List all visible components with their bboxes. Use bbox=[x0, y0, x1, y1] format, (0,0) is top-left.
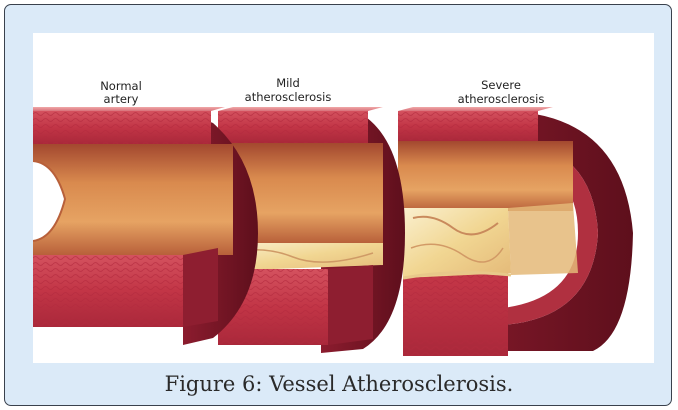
label-normal-line2: artery bbox=[104, 92, 139, 106]
normal-artery-section bbox=[33, 107, 258, 345]
label-normal-line1: Normal bbox=[100, 79, 142, 93]
figure-frame: Normal artery Mild atherosclerosis Sever… bbox=[4, 4, 672, 406]
label-severe-line1: Severe bbox=[481, 78, 521, 92]
label-mild-line1: Mild bbox=[276, 76, 300, 90]
figure-caption: Figure 6: Vessel Atherosclerosis. bbox=[5, 371, 672, 397]
label-mild-line2: atherosclerosis bbox=[245, 90, 332, 104]
atherosclerosis-illustration: Normal artery Mild atherosclerosis Sever… bbox=[33, 33, 654, 363]
label-severe-line2: atherosclerosis bbox=[458, 92, 545, 106]
severe-artery-section bbox=[398, 107, 633, 356]
